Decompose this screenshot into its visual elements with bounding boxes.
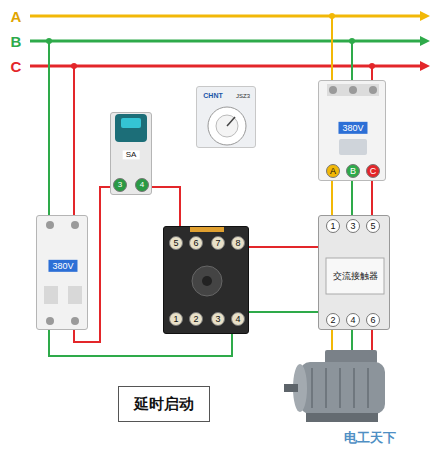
bus-line-a [30, 15, 422, 18]
wire [351, 181, 353, 215]
wire [152, 187, 180, 226]
motor-fin [367, 368, 369, 408]
device-label: JSZ3 [236, 93, 250, 100]
terminal-number: C [366, 164, 380, 178]
motor-fin [311, 368, 313, 408]
motor-shaft [284, 384, 298, 392]
terminal-number: A [326, 164, 340, 178]
terminal-number: 2 [326, 313, 340, 327]
bus-line-b [30, 40, 422, 43]
terminal-number: 6 [189, 236, 203, 250]
terminal-number: 1 [326, 219, 340, 233]
motor-fin [325, 368, 327, 408]
junction-dot [349, 38, 355, 44]
junction-dot [329, 13, 335, 19]
device-label: 380V [48, 260, 77, 272]
two-pole-breaker: 380V [36, 215, 88, 330]
terminal-number: 4 [135, 178, 149, 192]
arrowhead [420, 11, 430, 21]
time-relay: CHNT JSZ3 [196, 86, 256, 148]
arrowhead [420, 36, 430, 46]
junction-dot [369, 63, 375, 69]
terminal-number: 5 [366, 219, 380, 233]
device-label: 交流接触器 [333, 271, 378, 281]
relay-socket: 5678 1234 [163, 226, 249, 334]
motor-body [300, 362, 385, 414]
wire [73, 66, 75, 215]
wire [371, 330, 373, 350]
terminal-number: 7 [211, 236, 225, 250]
bus-line-c [30, 65, 422, 68]
bus-lines [30, 11, 430, 71]
wire [351, 41, 353, 80]
phase-label: B [11, 33, 22, 50]
motor-wires [332, 330, 372, 350]
motor-foot [306, 413, 378, 422]
terminal-number: 4 [231, 312, 245, 326]
terminal-box [325, 350, 377, 364]
terminal-number: 2 [189, 312, 203, 326]
motor [284, 350, 385, 422]
terminal-number: 6 [366, 313, 380, 327]
junction-dot [46, 38, 52, 44]
junction-dot [71, 63, 77, 69]
two-pole-breaker-detail [37, 216, 89, 331]
wire [371, 181, 373, 215]
wire [249, 311, 318, 313]
wire [249, 246, 318, 249]
terminal-number: 5 [169, 236, 183, 250]
wire [48, 41, 50, 215]
device-label: 380V [338, 122, 367, 134]
terminal-number: B [346, 164, 360, 178]
wire [331, 16, 333, 80]
wire [331, 330, 333, 350]
phase-label: A [11, 8, 22, 25]
device-label: SA [123, 150, 140, 159]
terminal-number: 3 [113, 178, 127, 192]
terminal-number: 3 [211, 312, 225, 326]
device-label: CHNT [203, 92, 222, 100]
arrowhead [420, 61, 430, 71]
watermark: 电工天下 [344, 429, 396, 447]
wire [351, 330, 353, 350]
terminal-number: 3 [346, 219, 360, 233]
terminal-number: 1 [169, 312, 183, 326]
contactor: 135 交流接触器 246 [318, 215, 390, 330]
title-box: 延时启动 [118, 386, 210, 422]
terminal-number: 4 [346, 313, 360, 327]
terminal-number: 8 [231, 236, 245, 250]
phase-label: C [11, 58, 22, 75]
three-pole-breaker: 380V ABC [318, 80, 386, 181]
motor-fin [339, 368, 341, 408]
motor-fin [353, 368, 355, 408]
selector-switch: SA 34 [110, 112, 152, 195]
wire [331, 181, 333, 215]
